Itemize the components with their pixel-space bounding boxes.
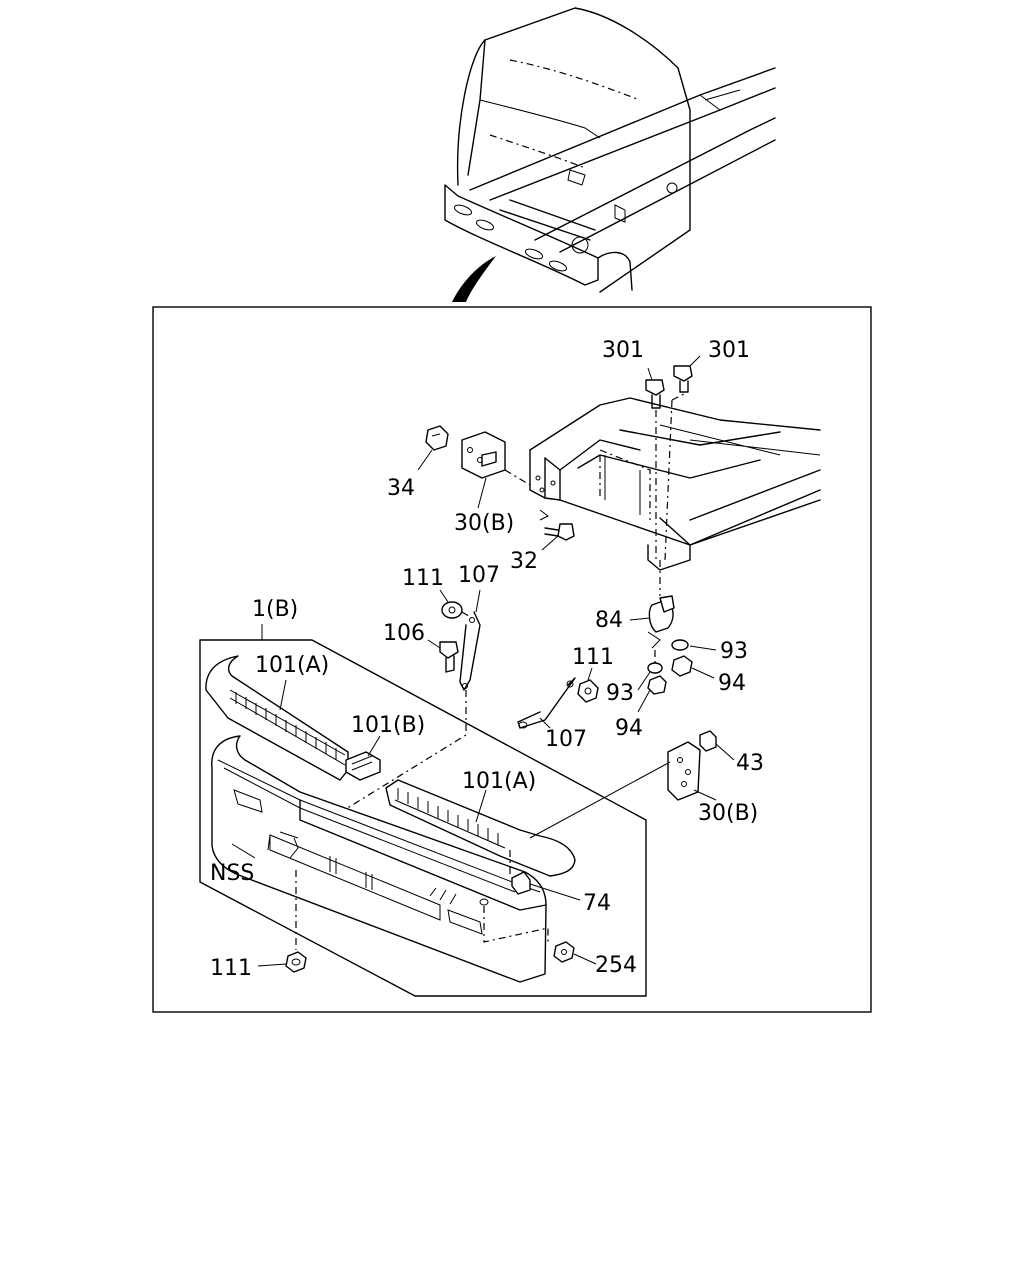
callout-30b-top: 30(B) — [454, 511, 514, 536]
bumper-upper-101a-left-icon — [205, 655, 349, 781]
bracket-30b-bottom-icon — [667, 741, 701, 801]
nut-254-icon — [553, 941, 575, 963]
callout-94-right: 94 — [718, 671, 746, 696]
callout-301-a: 301 — [602, 338, 644, 363]
bumper-piece-101b-icon — [345, 751, 381, 781]
callout-111-b: 111 — [572, 645, 614, 670]
callout-254: 254 — [595, 953, 637, 978]
nut-94-right-icon — [671, 655, 693, 677]
nut-34-icon — [425, 425, 449, 451]
bracket-84-icon — [648, 595, 675, 633]
leader-lines — [231, 355, 735, 967]
assembly-1b-outline — [199, 639, 647, 997]
pointer-arrow — [452, 256, 496, 302]
stay-107-a-icon — [459, 611, 481, 691]
clip-74-icon — [509, 850, 531, 895]
bolt-106-icon — [439, 641, 459, 673]
callout-101b: 101(B) — [351, 713, 425, 738]
detail-frame — [152, 306, 872, 1013]
washer-93-right-icon — [671, 639, 689, 651]
bracket-30b-top-icon — [461, 431, 506, 479]
callout-111-a: 111 — [402, 566, 444, 591]
bumper-upper-101a-right-icon — [385, 779, 576, 877]
nut-94-left-icon — [647, 675, 667, 695]
callout-34: 34 — [387, 476, 415, 501]
bolt-301-b-icon — [673, 365, 693, 393]
nut-111-c-icon — [285, 951, 307, 973]
callout-111-c: 111 — [210, 956, 252, 981]
callout-107-a: 107 — [458, 563, 500, 588]
nut-111-a-icon — [441, 601, 463, 619]
callout-94-left: 94 — [615, 716, 643, 741]
stay-107-b-icon — [517, 677, 576, 729]
callout-30b-bottom: 30(B) — [698, 801, 758, 826]
callout-1b: 1(B) — [252, 597, 298, 622]
callout-301-b: 301 — [708, 338, 750, 363]
callout-101a-left: 101(A) — [255, 653, 329, 678]
nut-111-b-icon — [577, 679, 599, 703]
callout-nss: NSS — [210, 861, 254, 886]
callout-43: 43 — [736, 751, 764, 776]
nut-43-icon — [699, 730, 717, 752]
callout-93-left: 93 — [606, 681, 634, 706]
callout-74: 74 — [583, 891, 611, 916]
callout-32: 32 — [510, 549, 538, 574]
callout-101a-right: 101(A) — [462, 769, 536, 794]
washer-93-left-icon — [647, 662, 663, 674]
callout-107-b: 107 — [545, 727, 587, 752]
truck-cab-outline-icon — [444, 7, 776, 293]
callout-84: 84 — [595, 608, 623, 633]
chassis-frame-icon — [529, 397, 821, 571]
callout-93-right: 93 — [720, 639, 748, 664]
bumper-main-icon — [211, 735, 547, 983]
callout-106: 106 — [383, 621, 425, 646]
bolt-32-icon — [544, 523, 575, 541]
bolt-301-a-icon — [645, 379, 665, 409]
